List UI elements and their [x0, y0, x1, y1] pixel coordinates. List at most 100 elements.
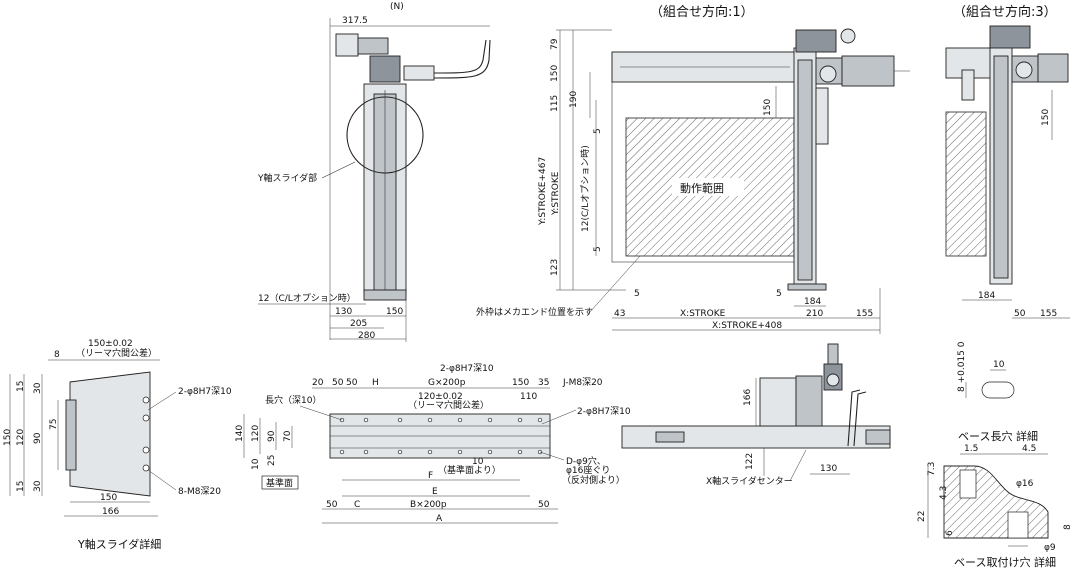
ys-150-h: 150 [100, 493, 117, 503]
ys-m8: 8-M8深20 [178, 486, 221, 497]
dim-43: 43 [614, 309, 625, 319]
mh-8: 8 [1063, 524, 1073, 530]
dim-115: 115 [550, 95, 560, 112]
bp-ream-tol: （リーマ穴間公差） [408, 399, 489, 411]
ys-hole-2 [142, 414, 150, 422]
bp-from-opposite: （反対側より） [562, 474, 625, 486]
lh-10: 10 [993, 360, 1005, 370]
mh-1-5: 1.5 [964, 444, 978, 454]
mh-title: ベース取付け穴 詳細 [954, 555, 1056, 569]
ys-150-tol: 150±0.02 [88, 339, 133, 349]
fv-cable-2 [853, 391, 867, 447]
bp-long-hole: 長穴（深10） [265, 394, 321, 406]
fv-x-slider-center: X軸スライダセンター [706, 475, 793, 487]
dim-79: 79 [550, 38, 560, 50]
fv-cable-1 [847, 389, 861, 447]
front-view: 166 122 130 X軸スライダセンター [621, 343, 891, 487]
bp-70: 70 [283, 430, 293, 442]
bp-120: 120 [251, 425, 261, 442]
motor-right-3 [1037, 53, 1069, 83]
cable-connector [403, 65, 435, 81]
bp-e: E [432, 487, 438, 497]
dim-150: 150 [386, 307, 403, 317]
top-view: Y軸スライダ部 (N) 317.5 12（C/Lオプション時） 130 150 … [257, 2, 491, 342]
bp-long-hole-leader [299, 405, 343, 421]
bp-20: 20 [312, 378, 324, 388]
bp-counterbore: φ16座ぐり [566, 464, 610, 476]
bp-a: A [436, 514, 443, 524]
dim-190: 190 [569, 91, 579, 108]
bp-50-bl: 50 [326, 500, 338, 510]
bp-10-mid: 10 [472, 457, 484, 467]
n-label: (N) [390, 2, 404, 12]
motor-right [841, 55, 895, 87]
bp-35: 35 [538, 378, 549, 388]
fv-pulley [826, 373, 840, 387]
pulley-top [840, 28, 856, 44]
ys-hole-phi8: 2-φ8H7深10 [178, 386, 232, 397]
bp-phi8-right: 2-φ8H7深10 [577, 406, 631, 417]
fv-122: 122 [745, 453, 755, 470]
bp-h: H [372, 378, 379, 388]
dim-y-stroke-467-text: Y:STROKE+467 [538, 157, 548, 226]
ys-hole-leader [147, 391, 177, 411]
ys-30-a: 30 [33, 382, 43, 394]
bp-phi8-top: 2-φ8H7深10 [440, 363, 494, 374]
dim-5-right: 5 [776, 289, 782, 299]
ys-150-v: 150 [3, 429, 13, 446]
ys-left-rail [65, 399, 77, 471]
bp-150: 150 [512, 378, 529, 388]
dim-155: 155 [856, 309, 873, 319]
bp-d-holes: D-φ9穴、 [566, 455, 606, 467]
dim-50-3: 50 [1014, 309, 1026, 319]
y-slider-detail: 150±0.02 （リーマ穴間公差） 8 2-φ8H7深10 8-M8深20 1… [3, 339, 232, 551]
y-motor-body [357, 37, 389, 55]
operating-range-label: 動作範囲 [680, 181, 724, 195]
lh-title: ベース長穴 詳細 [958, 429, 1038, 443]
operating-range-area-3 [945, 111, 987, 257]
fv-center-leader [789, 449, 807, 482]
ys-hole-1 [142, 396, 150, 404]
fv-130: 130 [820, 464, 837, 474]
dim-130: 130 [335, 307, 352, 317]
heading-combo-3: （組合せ方向:3） [953, 4, 1057, 20]
mh-counter [959, 469, 977, 499]
mh-4-5: 4.5 [1022, 444, 1036, 454]
bp-90: 90 [267, 430, 277, 442]
dim-150-left: 150 [550, 65, 560, 82]
motor-face [819, 65, 837, 83]
fv-166: 166 [743, 389, 753, 406]
outer-frame-leader [589, 255, 641, 313]
dim-5-top: 5 [593, 128, 603, 134]
bp-ref-surface: 基準面 [266, 477, 293, 489]
ys-ream-tol: （リーマ穴間公差） [76, 347, 157, 359]
bp-j-m8: J-M8深20 [562, 377, 603, 388]
dim-184-3: 184 [978, 291, 995, 301]
mh-section [943, 465, 1049, 539]
ys-hole-4 [142, 464, 150, 472]
base-holes [339, 417, 543, 455]
dim-280: 280 [358, 331, 375, 341]
y-axis-rail-side [797, 59, 813, 281]
cable-curve-2 [433, 39, 491, 79]
bp-f: F [428, 471, 433, 481]
fv-slider-mark [655, 431, 685, 443]
operating-range-label-bg [672, 178, 744, 196]
y-motor-cap [335, 33, 359, 57]
cl-option-vert: 12(C/Lオプション時) [580, 145, 591, 232]
ys-m8-leader [147, 469, 177, 491]
fv-top-plug [827, 343, 839, 365]
ys-15-b: 15 [16, 481, 26, 492]
y-slider-part-label: Y軸スライダ部 [257, 172, 317, 184]
dim-123: 123 [550, 259, 560, 276]
bp-phi8-leader [541, 409, 577, 425]
y-slider-callout-circle [346, 96, 424, 174]
mh-4-3: 4.3 [939, 486, 949, 500]
top-mechanism [795, 29, 837, 53]
lh-slot [981, 381, 1015, 399]
y-axis-rail-3 [993, 55, 1009, 279]
fv-end-cap [865, 429, 891, 445]
bp-tol-120: 120±0.02 [418, 392, 463, 402]
ys-title: Y軸スライダ詳細 [77, 537, 161, 551]
